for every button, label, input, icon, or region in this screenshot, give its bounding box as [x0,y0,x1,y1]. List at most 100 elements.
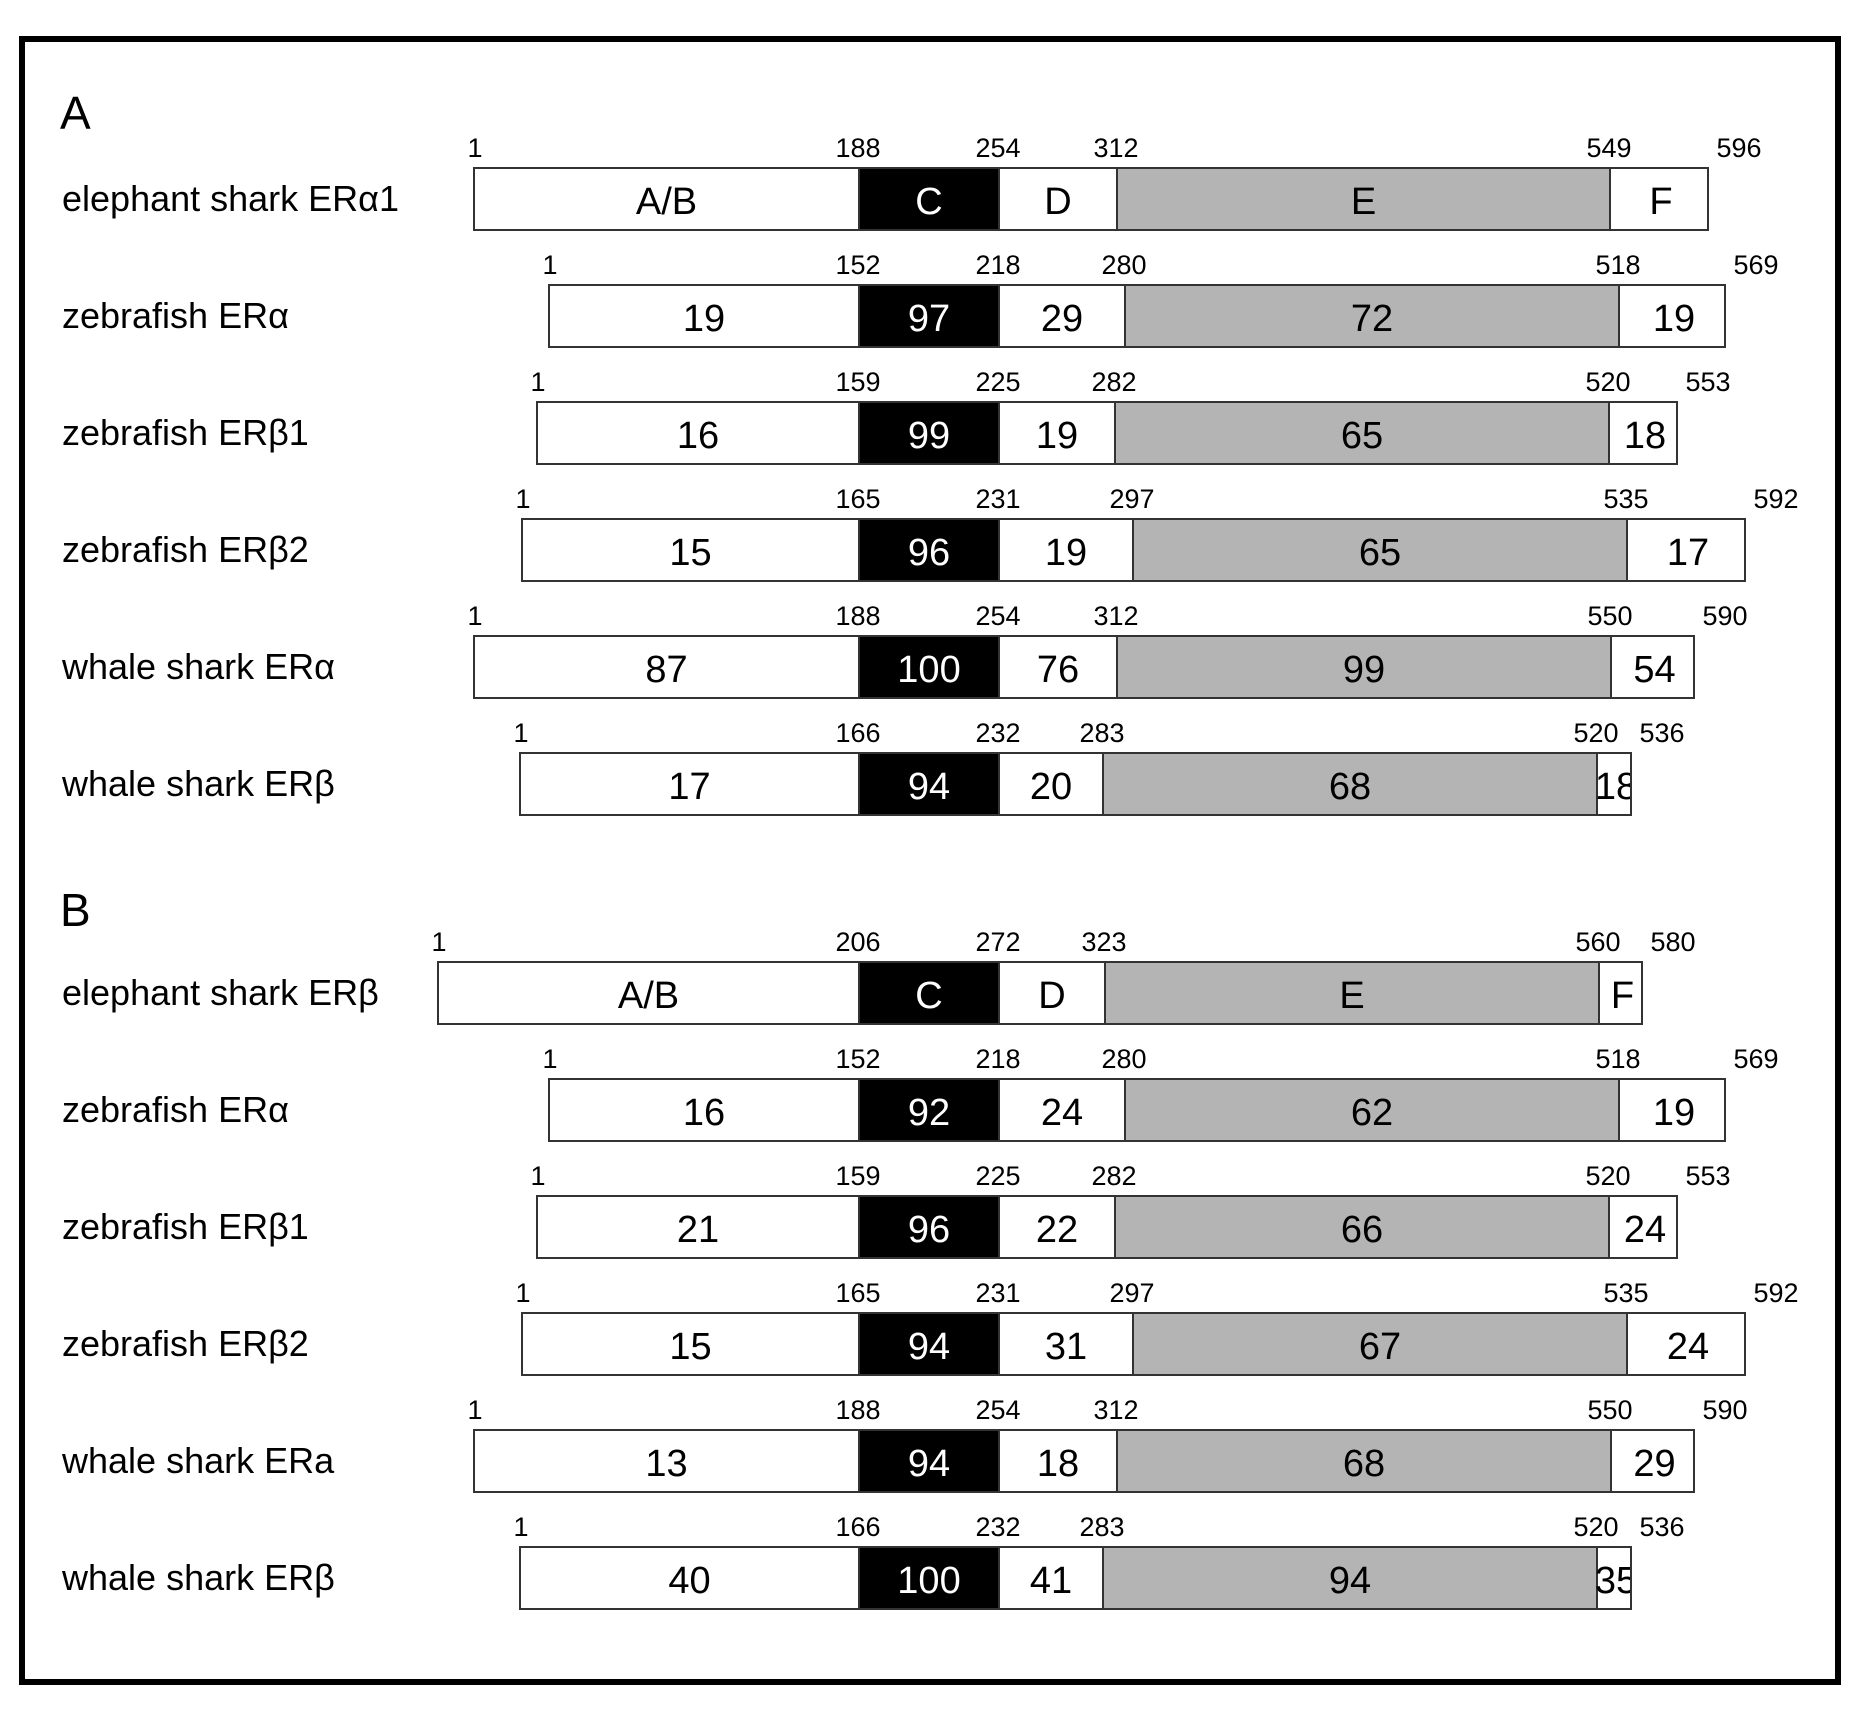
residue-position: 1 [515,1278,531,1308]
e-domain: 99 [1118,637,1612,697]
d-domain: 22 [1000,1197,1116,1257]
f-domain: 18 [1595,754,1630,814]
receptor-label: whale shark ERβ [62,763,335,804]
e-domain: 67 [1134,1314,1628,1374]
e-domain: 68 [1104,754,1598,814]
c-domain: 96 [860,520,1000,580]
residue-position: 1 [467,1395,483,1425]
residue-position: 569 [1733,250,1779,280]
residue-position: 282 [1091,1161,1137,1191]
residue-position: 280 [1101,250,1147,280]
f-domain: 35 [1595,1548,1630,1608]
residue-position: 232 [975,1512,1021,1542]
c-domain: C [860,169,1000,229]
residue-position: 560 [1575,927,1621,957]
receptor-label: whale shark ERa [62,1440,335,1481]
residue-position: 535 [1603,1278,1649,1308]
residue-position: 312 [1093,601,1139,631]
residue-position: 206 [835,927,881,957]
ab-domain: 15 [523,520,860,580]
receptor-label: whale shark ERβ [62,1557,335,1598]
residue-position: 283 [1079,718,1125,748]
residue-position: 165 [835,484,881,514]
receptor-label: zebrafish ERβ2 [62,529,309,570]
residue-position: 590 [1702,1395,1748,1425]
ab-domain: A/B [475,169,860,229]
residue-position: 592 [1753,484,1799,514]
residue-position: 569 [1733,1044,1779,1074]
ab-domain: A/B [439,963,860,1023]
residue-position: 536 [1639,718,1685,748]
residue-position: 166 [835,718,881,748]
d-domain: D [1000,169,1118,229]
d-domain: 29 [1000,286,1126,346]
residue-position: 152 [835,250,881,280]
residue-position: 272 [975,927,1021,957]
residue-position: 553 [1685,1161,1731,1191]
residue-position: 283 [1079,1512,1125,1542]
residue-position: 159 [835,367,881,397]
d-domain: 41 [1000,1548,1104,1608]
residue-position: 159 [835,1161,881,1191]
domain-bar: 1794206818 [519,752,1632,816]
residue-position: 520 [1585,367,1631,397]
d-domain: 20 [1000,754,1104,814]
residue-position: 1 [530,367,546,397]
e-domain: 66 [1116,1197,1610,1257]
e-domain: 94 [1104,1548,1598,1608]
ab-domain: 87 [475,637,860,697]
f-domain: 19 [1620,286,1724,346]
residue-position: 535 [1603,484,1649,514]
residue-position: 232 [975,718,1021,748]
receptor-label: zebrafish ERα [62,295,289,336]
e-domain: E [1118,169,1611,229]
residue-position: 225 [975,1161,1021,1191]
f-domain: 24 [1628,1314,1744,1374]
residue-position: 1 [530,1161,546,1191]
residue-position: 254 [975,601,1021,631]
receptor-label: zebrafish ERβ1 [62,1206,309,1247]
f-domain: 18 [1610,403,1676,463]
residue-position: 549 [1586,133,1632,163]
residue-position: 590 [1702,601,1748,631]
c-domain: 94 [860,1431,1000,1491]
residue-position: 580 [1650,927,1696,957]
c-domain: 100 [860,1548,1000,1608]
e-domain: E [1106,963,1600,1023]
residue-position: 254 [975,1395,1021,1425]
ab-domain: 19 [550,286,860,346]
d-domain: D [1000,963,1106,1023]
residue-position: 165 [835,1278,881,1308]
receptor-label: zebrafish ERα [62,1089,289,1130]
residue-position: 1 [467,133,483,163]
f-domain: 54 [1612,637,1693,697]
residue-position: 254 [975,133,1021,163]
residue-position: 297 [1109,1278,1155,1308]
residue-position: 1 [467,601,483,631]
residue-position: 188 [835,601,881,631]
ab-domain: 16 [550,1080,860,1140]
residue-position: 1 [431,927,447,957]
residue-position: 282 [1091,367,1137,397]
receptor-label: zebrafish ERβ2 [62,1323,309,1364]
f-domain: F [1600,963,1641,1023]
residue-position: 520 [1585,1161,1631,1191]
ab-domain: 17 [521,754,860,814]
residue-position: 553 [1685,367,1731,397]
c-domain: 94 [860,1314,1000,1374]
receptor-label: elephant shark ERα1 [62,178,400,219]
residue-position: 323 [1081,927,1127,957]
c-domain: 92 [860,1080,1000,1140]
d-domain: 18 [1000,1431,1118,1491]
residue-position: 518 [1595,250,1641,280]
c-domain: C [860,963,1000,1023]
residue-position: 1 [513,1512,529,1542]
ab-domain: 21 [538,1197,860,1257]
d-domain: 19 [1000,403,1116,463]
